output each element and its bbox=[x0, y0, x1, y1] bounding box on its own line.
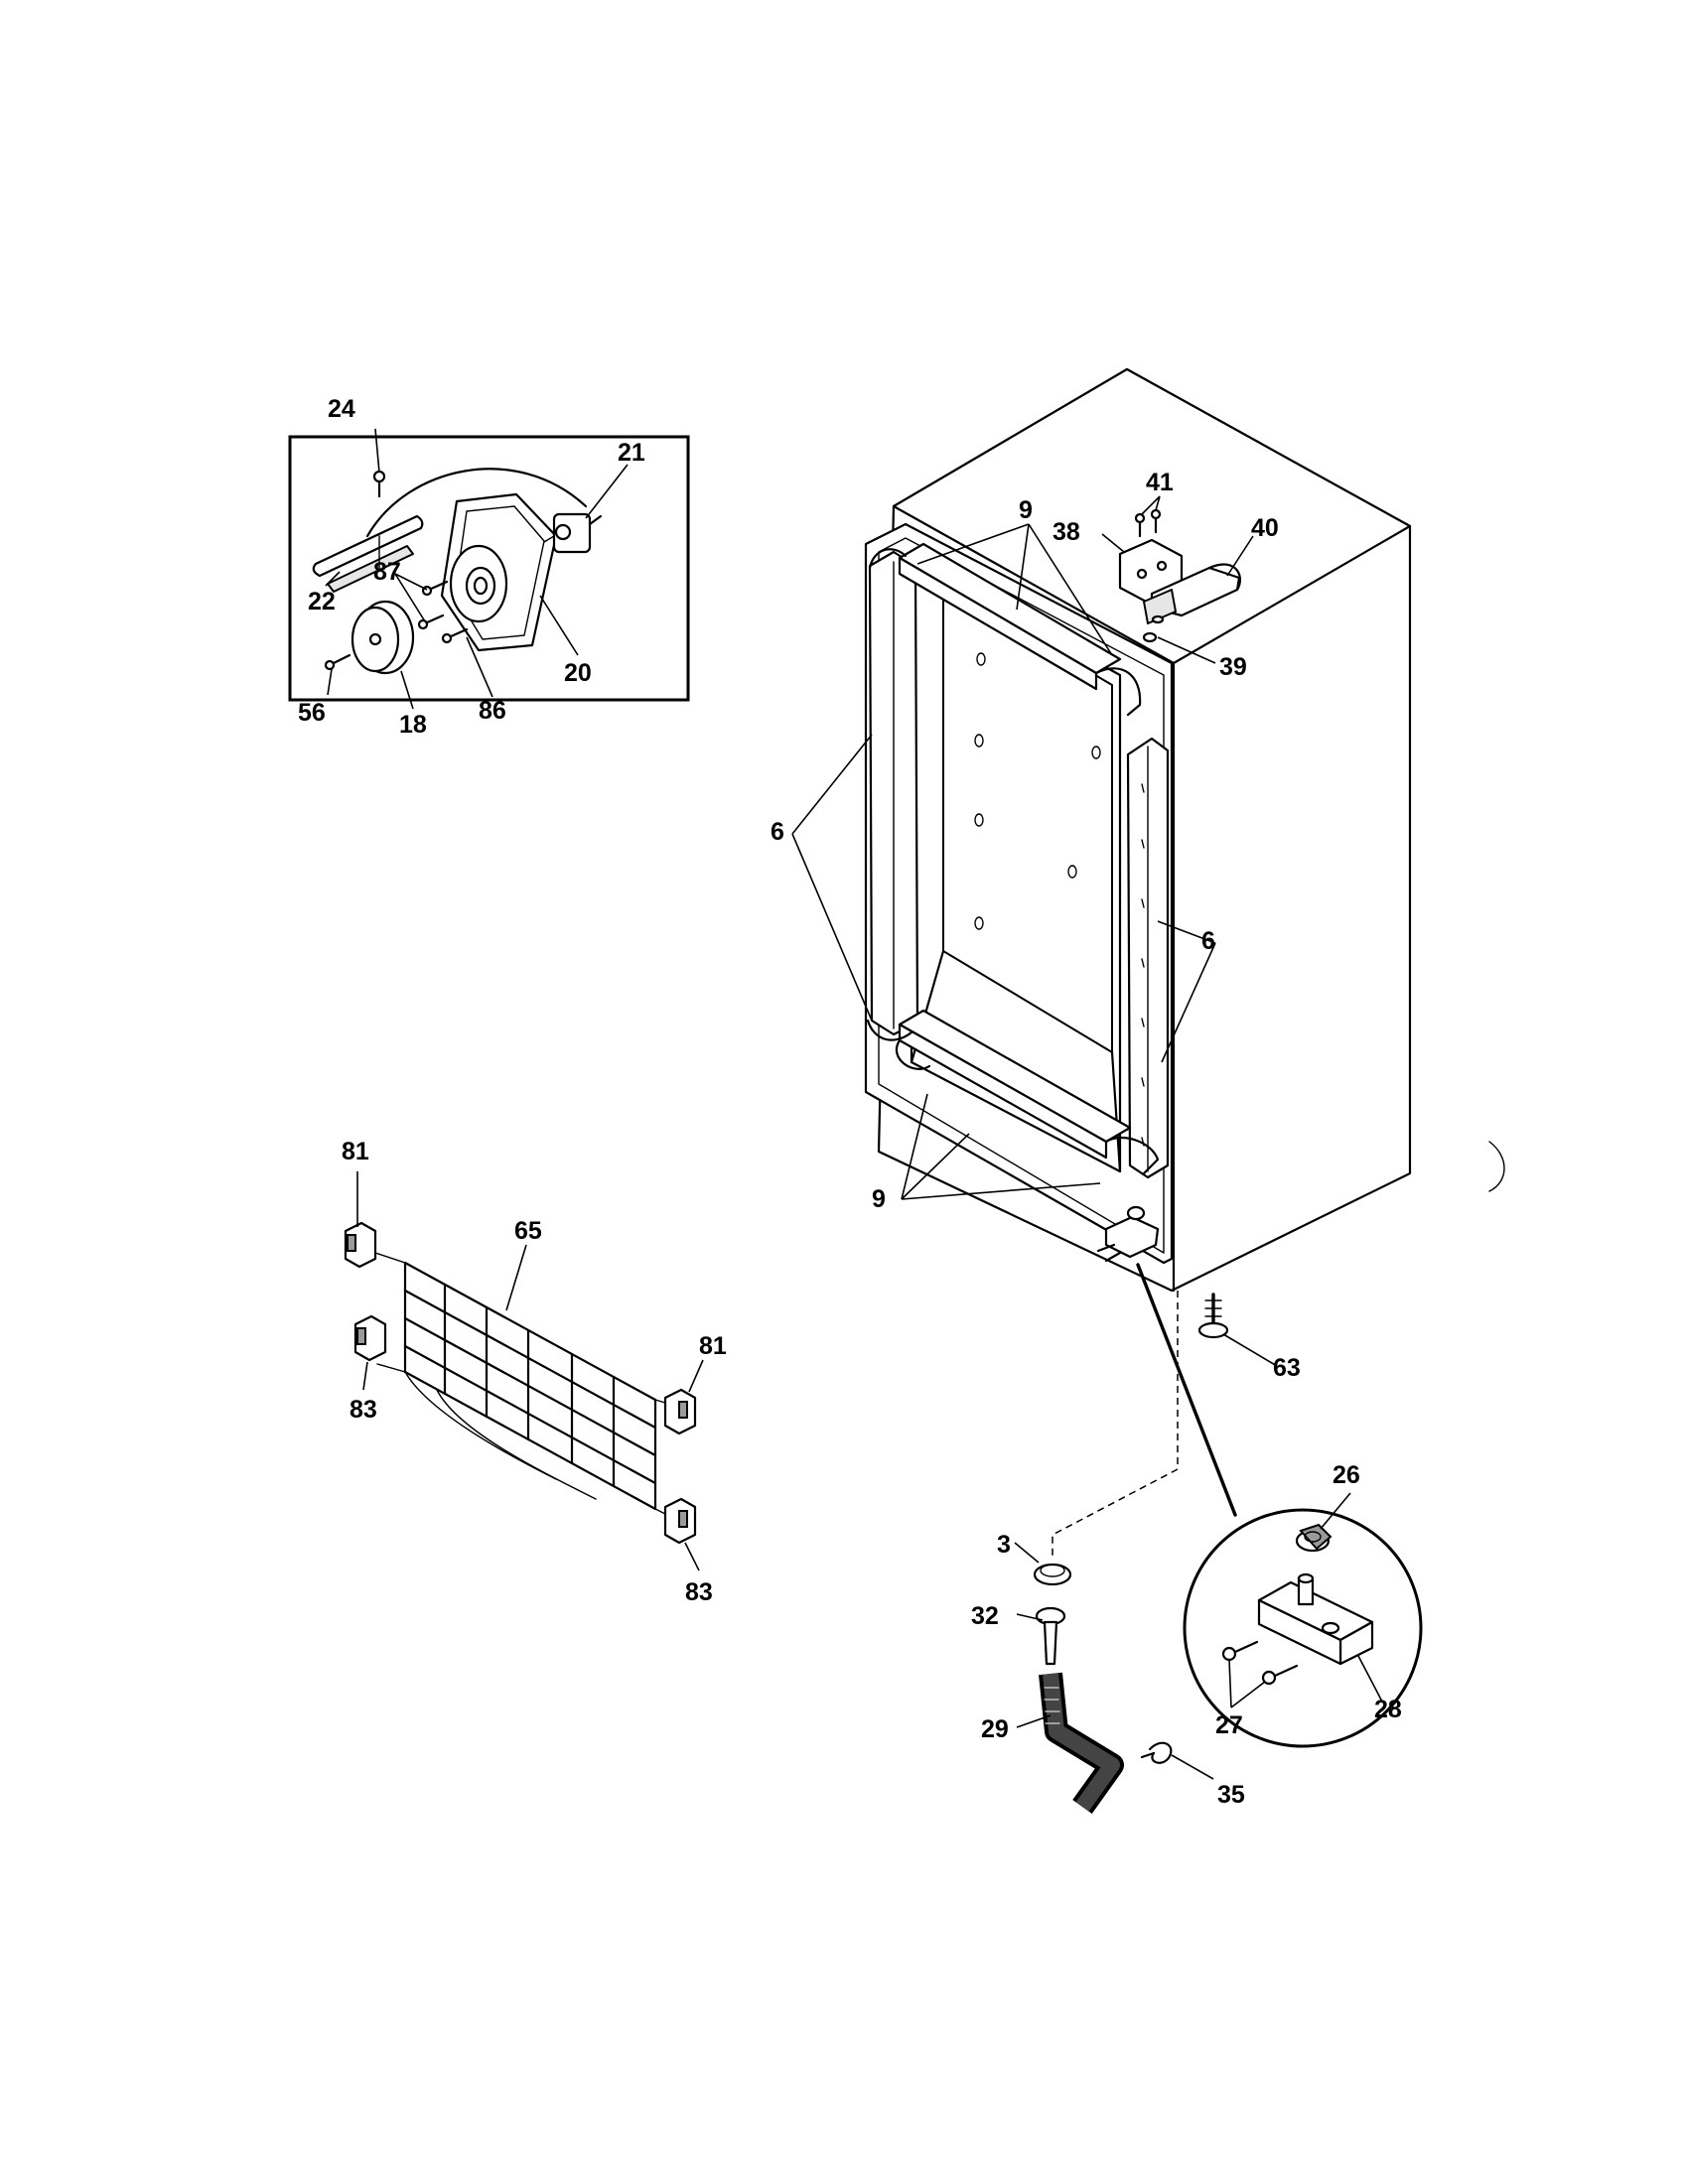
screw-86-icon bbox=[441, 627, 469, 644]
basket-support-83-right bbox=[663, 1497, 697, 1545]
label-29: 29 bbox=[981, 1715, 1009, 1743]
basket-support-81-right bbox=[663, 1388, 697, 1435]
screw-87-icon bbox=[417, 580, 449, 630]
drain-plug-3-icon bbox=[1033, 1563, 1072, 1586]
label-32: 32 bbox=[971, 1602, 999, 1630]
inset-frame bbox=[288, 435, 690, 702]
label-20: 20 bbox=[564, 659, 592, 687]
label-56: 56 bbox=[298, 699, 326, 727]
basket-leaders bbox=[356, 1171, 704, 1571]
basket-vertical-wires bbox=[403, 1261, 657, 1511]
heater-wire-22 bbox=[312, 468, 588, 593]
hinge-detail-circle bbox=[1136, 1263, 1423, 1748]
hinge-bracket-28 bbox=[1257, 1572, 1374, 1666]
label-22: 22 bbox=[308, 588, 336, 615]
drain-leaders bbox=[1014, 1542, 1214, 1780]
drain-hose-29 bbox=[1039, 1672, 1124, 1814]
fan-blade-18 bbox=[351, 600, 415, 675]
label-24: 24 bbox=[328, 395, 355, 423]
wire-basket-65 bbox=[374, 1252, 676, 1518]
label-40: 40 bbox=[1251, 514, 1279, 542]
label-18: 18 bbox=[399, 711, 427, 739]
breaker-strip-6-left bbox=[868, 550, 919, 1036]
cabinet-leaders bbox=[791, 495, 1278, 1367]
label-63: 63 bbox=[1273, 1354, 1301, 1382]
screw-27-icon bbox=[1221, 1640, 1299, 1686]
label-9-top: 9 bbox=[1019, 496, 1033, 524]
basket-support-81-top-left bbox=[344, 1221, 377, 1269]
label-39: 39 bbox=[1219, 653, 1247, 681]
label-83-left: 83 bbox=[350, 1396, 377, 1424]
label-81-top: 81 bbox=[342, 1138, 369, 1165]
label-9-bottom: 9 bbox=[872, 1185, 886, 1213]
leveling-leg-63-icon bbox=[1197, 1293, 1229, 1339]
fan-shroud-20 bbox=[440, 492, 558, 652]
screw-41-icon bbox=[1134, 508, 1162, 538]
label-3: 3 bbox=[997, 1531, 1011, 1559]
label-27: 27 bbox=[1215, 1711, 1243, 1739]
screw-24-icon bbox=[372, 470, 386, 572]
drain-parts bbox=[1033, 1291, 1179, 1814]
bottom-hinge-small bbox=[1096, 1205, 1160, 1263]
bushing-26-icon bbox=[1295, 1523, 1333, 1553]
label-65: 65 bbox=[514, 1217, 542, 1245]
label-41: 41 bbox=[1146, 469, 1174, 496]
screw-56-icon bbox=[324, 653, 351, 671]
breaker-strip-6-right bbox=[1126, 737, 1170, 1179]
basket-horizontal-wires bbox=[403, 1261, 657, 1511]
cabinet-body bbox=[864, 367, 1505, 1339]
drain-tube-32-icon bbox=[1035, 1606, 1066, 1666]
fan-motor-21 bbox=[543, 512, 603, 554]
clamp-35-icon bbox=[1140, 1741, 1173, 1764]
breaker-strip-9-top bbox=[898, 542, 1142, 717]
fan-motor-inset bbox=[288, 428, 690, 710]
label-86: 86 bbox=[479, 697, 506, 725]
label-6-right: 6 bbox=[1201, 927, 1215, 955]
label-26: 26 bbox=[1333, 1461, 1360, 1489]
label-6-left: 6 bbox=[771, 818, 784, 846]
liner-holes bbox=[974, 652, 1101, 930]
detail-leaders bbox=[1228, 1492, 1383, 1708]
label-81-right: 81 bbox=[699, 1332, 727, 1360]
label-87: 87 bbox=[373, 558, 401, 586]
label-38: 38 bbox=[1052, 518, 1080, 546]
hinge-pin-40 bbox=[1143, 563, 1242, 624]
label-28: 28 bbox=[1374, 1696, 1402, 1723]
label-35: 35 bbox=[1217, 1781, 1245, 1809]
shim-39-icon bbox=[1142, 614, 1165, 643]
label-21: 21 bbox=[618, 439, 645, 467]
part-number-labels: 24 21 87 22 20 56 18 86 41 38 40 39 9 6 … bbox=[298, 395, 1402, 1809]
label-83-right: 83 bbox=[685, 1578, 713, 1606]
breaker-strip-9-bottom bbox=[896, 1009, 1160, 1175]
basket-support-83-left bbox=[353, 1314, 387, 1362]
